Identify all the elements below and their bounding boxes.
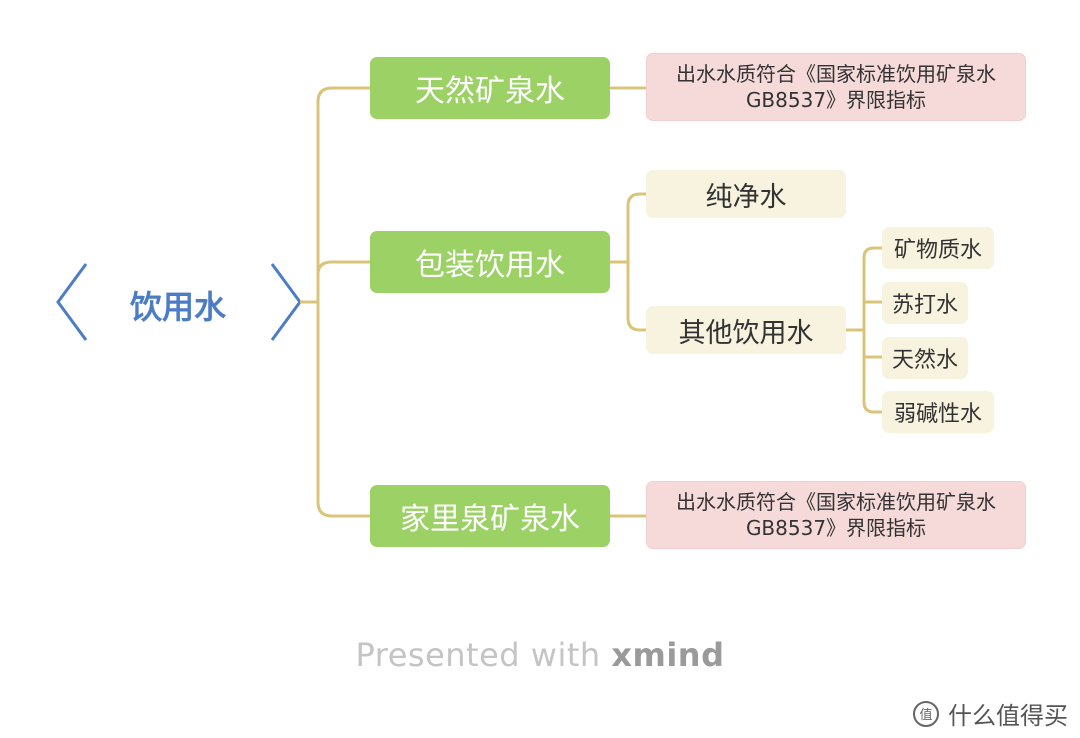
trunk-mid: [316, 260, 372, 275]
note-national-standard-1[interactable]: 出水水质符合《国家标准饮用矿泉水 GB8537》界限指标: [646, 53, 1026, 121]
root-topic[interactable]: 饮用水: [129, 288, 226, 326]
note-line: GB8537》界限指标: [745, 516, 927, 540]
topic-label: 弱碱性水: [893, 402, 982, 427]
trunk-vertical: [316, 86, 372, 518]
branch-label: 包装饮用水: [415, 248, 565, 283]
branch-label: 天然矿泉水: [415, 74, 565, 109]
topic-alkaline-water[interactable]: 弱碱性水: [882, 391, 994, 433]
presented-with-footer: Presented with xmind: [0, 636, 1080, 674]
topic-other-drinking-water[interactable]: 其他饮用水: [646, 306, 846, 354]
svg-text:值: 值: [919, 707, 932, 723]
root-right-bracket: [270, 263, 302, 341]
xmind-brand: xmind: [611, 636, 725, 674]
topic-label: 苏打水: [891, 293, 958, 318]
other-vertical: [862, 246, 884, 414]
note-national-standard-2[interactable]: 出水水质符合《国家标准饮用矿泉水 GB8537》界限指标: [646, 481, 1026, 549]
root-left-bracket: [56, 263, 88, 341]
note-line: 出水水质符合《国家标准饮用矿泉水: [676, 490, 996, 514]
topic-label: 其他饮用水: [678, 317, 814, 349]
topic-purified-water[interactable]: 纯净水: [646, 170, 846, 218]
topic-mineralized-water[interactable]: 矿物质水: [882, 227, 994, 269]
branch-packaged-drinking-water[interactable]: 包装饮用水: [370, 231, 610, 293]
topic-natural-water[interactable]: 天然水: [882, 337, 968, 379]
watermark-text: 什么值得买: [948, 702, 1068, 730]
footer-prefix: Presented with: [355, 636, 612, 674]
topic-label: 纯净水: [705, 181, 787, 213]
topic-label: 矿物质水: [893, 238, 982, 263]
branch-natural-mineral-water[interactable]: 天然矿泉水: [370, 57, 610, 119]
topic-soda-water[interactable]: 苏打水: [882, 282, 968, 324]
branch2-vertical: [626, 192, 648, 332]
note-line: 出水水质符合《国家标准饮用矿泉水: [676, 62, 996, 86]
branch-home-spring-water[interactable]: 家里泉矿泉水: [370, 485, 610, 547]
branch-label: 家里泉矿泉水: [400, 502, 580, 537]
watermark: 值 什么值得买: [912, 696, 1068, 731]
watermark-logo-icon: 值: [913, 700, 939, 727]
topic-label: 天然水: [891, 348, 958, 373]
note-line: GB8537》界限指标: [745, 88, 927, 112]
